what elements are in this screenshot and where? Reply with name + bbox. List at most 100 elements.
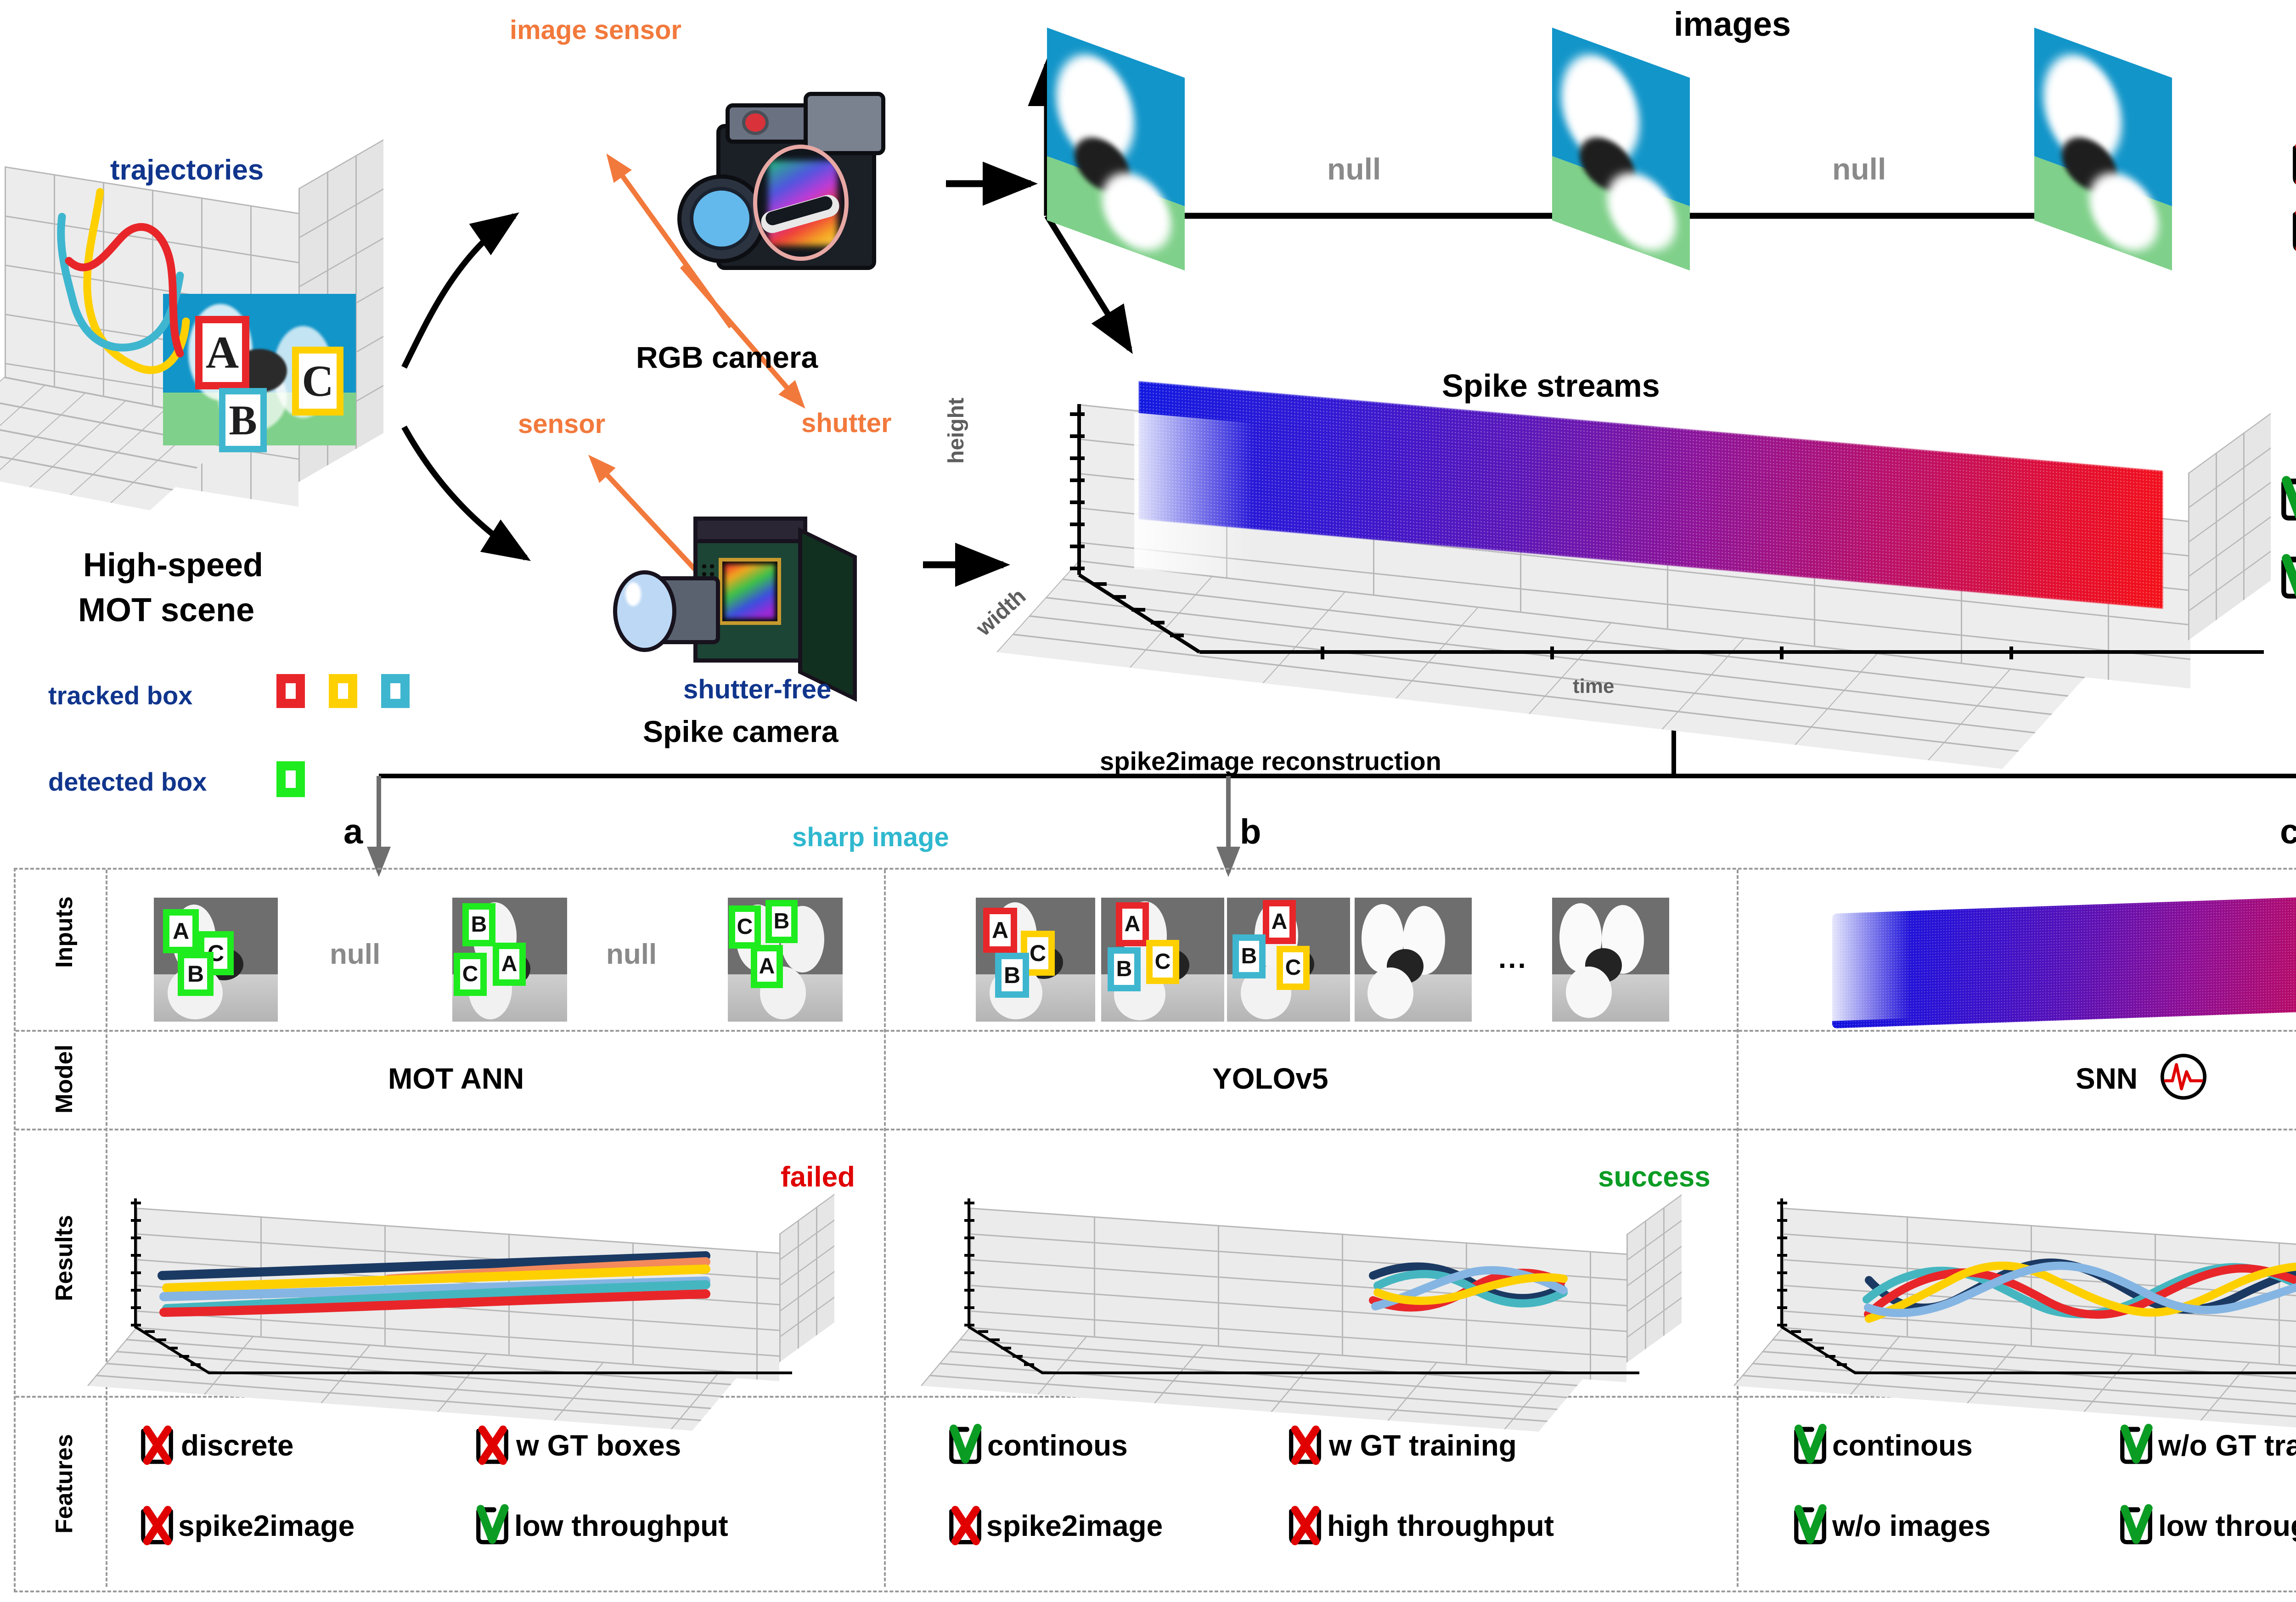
bottom-panel-frame [14, 868, 2296, 1592]
legend-tracked-swatch-cyan [381, 674, 410, 708]
panel-a-status: failed [781, 1161, 855, 1193]
tracked-box: B [1108, 947, 1141, 991]
panel-b-feature-2: spike2image [946, 1504, 1163, 1547]
panel-b-status: success [1598, 1161, 1711, 1193]
image-frame-1 [1047, 28, 1185, 271]
spike-camera-illustration [597, 468, 891, 707]
detected-box: A [163, 909, 199, 953]
detected-box: C [454, 953, 487, 996]
object-label-b: B [229, 397, 257, 444]
spike-flag-low-latency: low-latency [2278, 553, 2296, 601]
panel-b-feature-3: high throughput [1286, 1504, 1554, 1547]
check-box-icon [946, 1423, 985, 1467]
cross-box-icon [1286, 1423, 1324, 1467]
legend-tracked-swatch-red [276, 674, 305, 708]
tracked-box: C [1146, 940, 1179, 984]
row-label-features: Features [51, 1434, 78, 1534]
legend-tracked-label: tracked box [48, 681, 193, 710]
feature-label: high throughput [1327, 1509, 1554, 1542]
object-label-c: C [302, 356, 334, 405]
cross-box-icon [138, 1504, 176, 1547]
images-null-label-2: null [1832, 152, 1886, 186]
panel-b-input-frame-3: A C B [1227, 898, 1350, 1022]
spike-shutter-free-callout: shutter-free [683, 675, 832, 704]
check-box-icon [473, 1504, 512, 1547]
panel-c-feature-2: w/o images [1791, 1504, 1991, 1547]
legend-detected-label: detected box [48, 767, 207, 796]
panel-a-null-label-2: null [606, 939, 657, 970]
legend-detected-swatch-green [276, 761, 305, 797]
cross-box-icon [2289, 207, 2296, 255]
tracked-box-c: C [292, 347, 343, 416]
cross-box-icon [473, 1423, 512, 1467]
spike-camera-name: Spike camera [643, 714, 838, 748]
feature-label: low throughput [514, 1509, 728, 1542]
panel-a-results-plot [87, 1193, 840, 1431]
row-label-model: Model [51, 1044, 78, 1114]
row-label-inputs: Inputs [51, 896, 78, 968]
trajectories-label: trajectories [110, 154, 264, 186]
column-divider-labels [106, 870, 107, 1587]
reconstruction-label: spike2image reconstruction [1100, 747, 1441, 776]
check-box-icon [2278, 475, 2296, 523]
detected-box: C [729, 905, 761, 949]
spike-flag-continous: continous [2278, 475, 2296, 523]
scene-title-line2: MOT scene [78, 592, 255, 629]
tracked-box-a: A [195, 316, 249, 389]
image-frame-3 [2034, 28, 2172, 271]
check-box-icon [2278, 553, 2296, 601]
panel-a-feature-1: w GT boxes [473, 1423, 681, 1467]
tracked-box: B [995, 953, 1029, 998]
tracked-box: B [1232, 934, 1266, 978]
sharp-image-label: sharp image [792, 822, 949, 852]
tracked-box: C [1277, 946, 1310, 990]
panel-c-feature-0: continous [1791, 1423, 1973, 1467]
feature-label: w/o GT training [2158, 1428, 2296, 1462]
panel-a-model-name: MOT ANN [388, 1062, 524, 1095]
panel-b-inputs-ellipsis: ... [1498, 943, 1528, 974]
legend-tracked-swatch-yellow [329, 674, 357, 708]
rgb-camera-name: RGB camera [636, 340, 818, 374]
images-title: images [1674, 5, 1791, 43]
panel-a-feature-0: discrete [138, 1423, 293, 1467]
feature-label: w/o images [1832, 1509, 1991, 1542]
detected-box: B [462, 903, 495, 946]
panel-a-input-frame-1: A C B [154, 898, 278, 1022]
spike-waveform-icon [2158, 1051, 2209, 1102]
tracked-box-b: B [219, 388, 267, 452]
scene-title-line1: High-speed [83, 547, 264, 584]
feature-label: low throughput [2158, 1509, 2296, 1542]
image-frame-2 [1552, 28, 1690, 271]
object-label-a: A [205, 327, 239, 378]
panel-b-input-frame-4 [1355, 898, 1472, 1022]
panel-c-results-plot [1733, 1194, 2296, 1432]
panel-c-feature-1: w/o GT training [2117, 1423, 2296, 1467]
detected-box: A [751, 945, 783, 988]
check-box-icon [2117, 1504, 2155, 1547]
panel-a-null-label-1: null [330, 939, 381, 970]
tracked-box: A [983, 908, 1017, 953]
detected-box: B [765, 900, 798, 943]
images-null-label-1: null [1327, 152, 1381, 186]
branch-label-a: a [343, 812, 363, 851]
panel-b-feature-0: continous [946, 1423, 1128, 1467]
panel-a-input-frame-2: B C A [452, 898, 567, 1022]
spike-streams-title: Spike streams [1442, 368, 1660, 404]
feature-label: w GT boxes [516, 1428, 681, 1462]
panel-b-input-frame-2: A C B [1101, 898, 1224, 1022]
row-divider-inputs-model [16, 1030, 2296, 1032]
panel-c-feature-3: low throughput [2117, 1504, 2296, 1547]
panel-b-input-frame-1: A C B [976, 898, 1095, 1022]
check-box-icon [2117, 1423, 2155, 1467]
feature-label: spike2image [178, 1509, 355, 1542]
check-box-icon [1791, 1504, 1829, 1547]
branch-label-b: b [1240, 812, 1261, 851]
feature-label: discrete [181, 1428, 294, 1462]
rgb-camera-illustration [652, 60, 937, 331]
branch-label-c: c [2280, 812, 2296, 851]
detected-box: B [178, 952, 214, 996]
tracked-box: A [1263, 900, 1296, 944]
images-flag-blur: blur [2289, 140, 2296, 188]
cross-box-icon [2289, 140, 2296, 188]
spike-sensor-callout: sensor [518, 409, 606, 439]
